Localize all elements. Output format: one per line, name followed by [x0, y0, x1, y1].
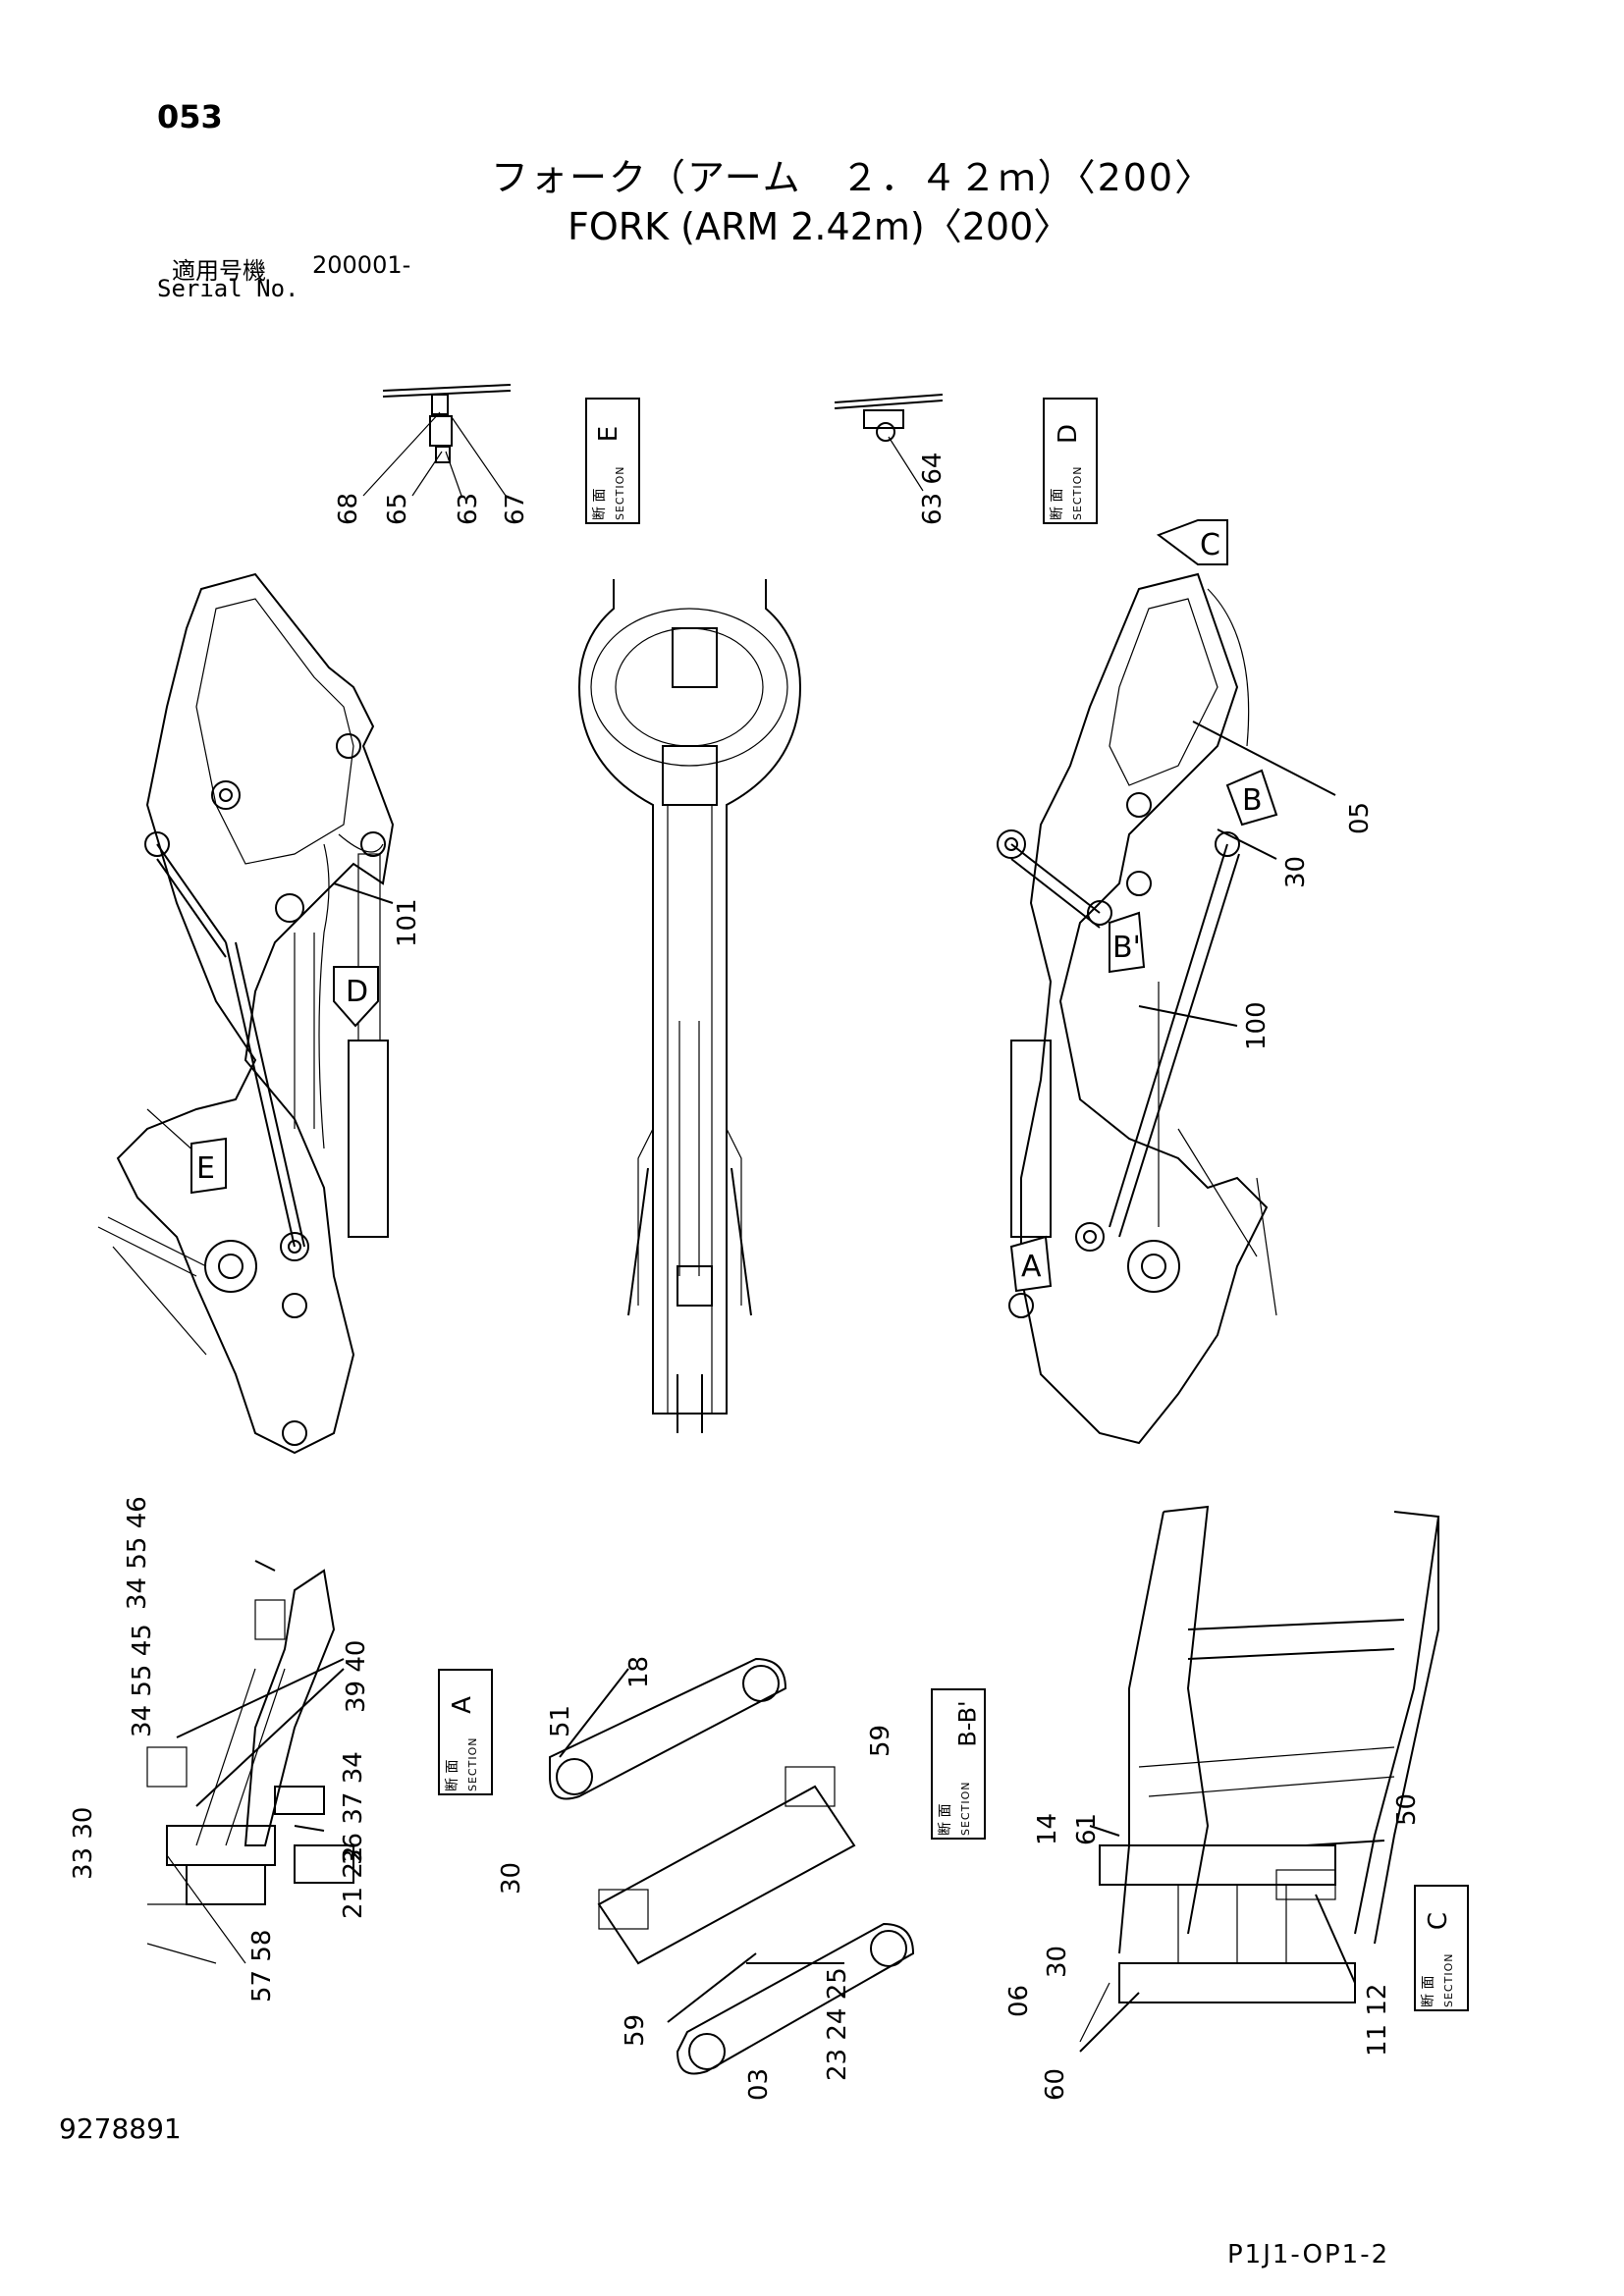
part-label-03: 03 [744, 2067, 774, 2101]
part-label-63-64: 63 64 [918, 452, 947, 525]
view-tag-e: E [190, 1137, 227, 1195]
section-bb-box: 断 面 SECTION B-B' [931, 1688, 986, 1840]
part-label-60: 60 [1041, 2067, 1070, 2101]
serial-label-japanese: 適用号機 [172, 257, 266, 285]
part-label-63: 63 [454, 492, 483, 525]
part-label-57-58: 57 58 [247, 1929, 277, 2002]
view-tag-d-letter: D [346, 975, 368, 1009]
document-code: P1J1-OP1-2 [1227, 2240, 1390, 2269]
part-label-18: 18 [624, 1655, 654, 1688]
part-label-05: 05 [1345, 801, 1375, 834]
arm-side-view-right [997, 572, 1277, 1445]
view-tag-c-letter: C [1200, 528, 1220, 562]
part-label-61: 61 [1072, 1812, 1102, 1845]
page-number: 053 [157, 98, 223, 135]
view-tag-e-letter: E [196, 1151, 215, 1186]
section-e-en: SECTION [614, 465, 626, 520]
part-label-30-top: 30 [1281, 855, 1311, 888]
section-d-jp: 断 面 [1050, 488, 1065, 520]
page-title-english: FORK (ARM 2.42m)〈200〉 [568, 205, 1071, 248]
section-bb-detail [549, 1657, 915, 2075]
section-d-detail [834, 394, 944, 492]
view-tag-a-letter: A [1021, 1250, 1042, 1284]
part-label-34-55-46: 34 55 46 [123, 1496, 152, 1610]
section-c-box: 断 面 SECTION C [1414, 1885, 1469, 2011]
arm-top-view [577, 579, 802, 1433]
section-d-letter: D [1054, 423, 1084, 445]
section-c-en: SECTION [1442, 1952, 1455, 2007]
part-label-21-22: 21 22 [339, 1845, 368, 1919]
section-a-detail [146, 1569, 354, 1964]
section-e-jp: 断 面 [592, 488, 608, 520]
section-d-box: 断 面 SECTION D [1043, 398, 1098, 524]
serial-number-value: 200001- [312, 251, 411, 279]
part-label-59-bottom: 59 [621, 2013, 650, 2047]
view-tag-a: A [1009, 1235, 1053, 1293]
section-a-letter: A [447, 1696, 477, 1714]
arm-side-view-left [97, 572, 395, 1455]
serial-label-english: Serial No. [157, 275, 299, 302]
view-tag-b-prime-letter: B' [1112, 931, 1141, 965]
part-label-06: 06 [1004, 1984, 1034, 2017]
part-label-67: 67 [501, 492, 530, 525]
part-label-65: 65 [383, 492, 412, 525]
section-a-jp: 断 面 [445, 1759, 460, 1791]
part-label-39-40: 39 40 [342, 1639, 371, 1713]
view-tag-b: B [1225, 769, 1278, 827]
part-label-68: 68 [334, 492, 363, 525]
section-c-jp: 断 面 [1421, 1975, 1436, 2007]
part-label-11-12: 11 12 [1363, 1983, 1392, 2056]
part-label-50: 50 [1392, 1792, 1422, 1826]
part-label-100: 100 [1242, 1001, 1272, 1050]
section-a-box: 断 面 SECTION A [438, 1669, 493, 1795]
section-a-en: SECTION [466, 1736, 479, 1791]
part-label-14: 14 [1033, 1812, 1062, 1845]
part-label-51: 51 [546, 1704, 575, 1737]
section-c-detail [1079, 1505, 1440, 2043]
leader-lines [176, 721, 1385, 2053]
page-title-japanese: フォーク（アーム ２．４２ｍ）〈200〉 [491, 156, 1215, 199]
section-bb-en: SECTION [959, 1781, 972, 1836]
view-tag-b-letter: B [1242, 783, 1263, 818]
view-tags: C B B' A D E [190, 519, 1278, 1293]
part-label-101: 101 [393, 898, 422, 947]
document-id: 9278891 [59, 2112, 182, 2145]
section-e-box: 断 面 SECTION E [585, 398, 640, 524]
view-tag-b-prime: B' [1109, 911, 1146, 974]
section-bb-letter: B-B' [953, 1700, 982, 1747]
section-bb-jp: 断 面 [938, 1803, 953, 1836]
part-label-34-55-45: 34 55 45 [128, 1624, 157, 1737]
view-tag-c: C [1156, 519, 1228, 565]
view-tag-d: D [333, 966, 379, 1028]
section-c-letter: C [1424, 1911, 1454, 1931]
part-label-30-bot: 30 [1043, 1945, 1072, 1978]
part-label-33-30: 33 30 [69, 1806, 98, 1880]
section-e-letter: E [594, 425, 624, 443]
section-d-en: SECTION [1071, 465, 1084, 520]
part-label-23-24-25: 23 24 25 [823, 1967, 852, 2081]
part-label-30-mid: 30 [497, 1861, 526, 1895]
section-e-detail [362, 384, 512, 497]
part-label-59-top: 59 [866, 1724, 895, 1757]
